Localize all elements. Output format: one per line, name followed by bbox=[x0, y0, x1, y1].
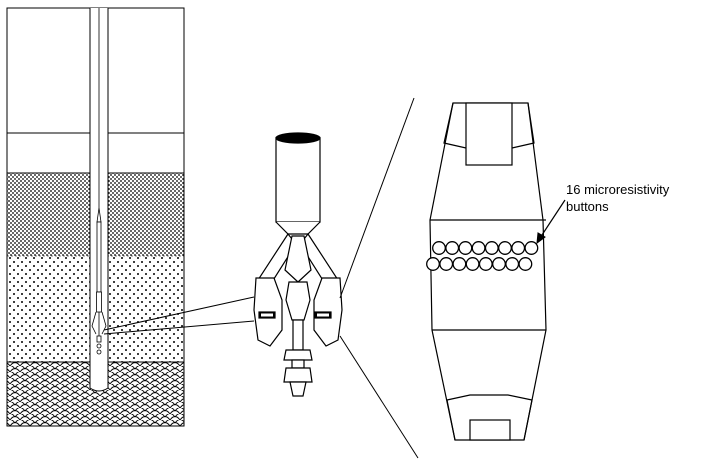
microresistivity-button bbox=[465, 257, 480, 271]
microresistivity-button bbox=[505, 257, 520, 271]
annotation-label-line1: 16 microresistivity bbox=[566, 182, 670, 197]
microresistivity-button bbox=[458, 241, 473, 255]
tool-sonde bbox=[275, 137, 321, 223]
annotation-label-line2: buttons bbox=[566, 199, 609, 214]
pad-top-bracket bbox=[465, 102, 513, 166]
tool-pad-back bbox=[285, 281, 311, 321]
sensor-pad-icon bbox=[426, 102, 547, 441]
microresistivity-button bbox=[484, 241, 499, 255]
dipmeter-tool-icon bbox=[253, 132, 343, 397]
microresistivity-button bbox=[439, 257, 454, 271]
borehole-section bbox=[6, 7, 185, 427]
tool-bottom-knob bbox=[283, 367, 313, 383]
tool-bottom-tip bbox=[289, 381, 307, 397]
annotation-arrow-line bbox=[539, 199, 566, 239]
microresistivity-button bbox=[492, 257, 506, 271]
microresistivity-button bbox=[518, 257, 533, 271]
microresistivity-button bbox=[471, 241, 486, 255]
borehole-tool-icon bbox=[91, 8, 107, 355]
tool-top-cap bbox=[275, 132, 321, 144]
microresistivity-button bbox=[426, 257, 440, 271]
microresistivity-button bbox=[445, 241, 460, 255]
annotation-arrow-head bbox=[536, 232, 546, 245]
leader-lines-right bbox=[339, 97, 419, 459]
microresistivity-button-array bbox=[426, 241, 539, 271]
microresistivity-button bbox=[524, 241, 539, 255]
annotation: 16 microresistivity buttons bbox=[536, 182, 670, 245]
pad-bottom-bracket bbox=[469, 419, 511, 441]
microresistivity-button bbox=[511, 241, 526, 255]
tool-stem bbox=[292, 319, 304, 351]
leader-lines-left bbox=[103, 296, 255, 335]
microresistivity-button bbox=[498, 241, 512, 255]
microresistivity-button bbox=[478, 257, 493, 271]
tool-collar bbox=[283, 349, 313, 361]
tool-neck bbox=[275, 221, 321, 235]
microresistivity-button bbox=[452, 257, 467, 271]
microresistivity-button bbox=[432, 241, 446, 255]
tool-arm-center bbox=[284, 235, 312, 283]
